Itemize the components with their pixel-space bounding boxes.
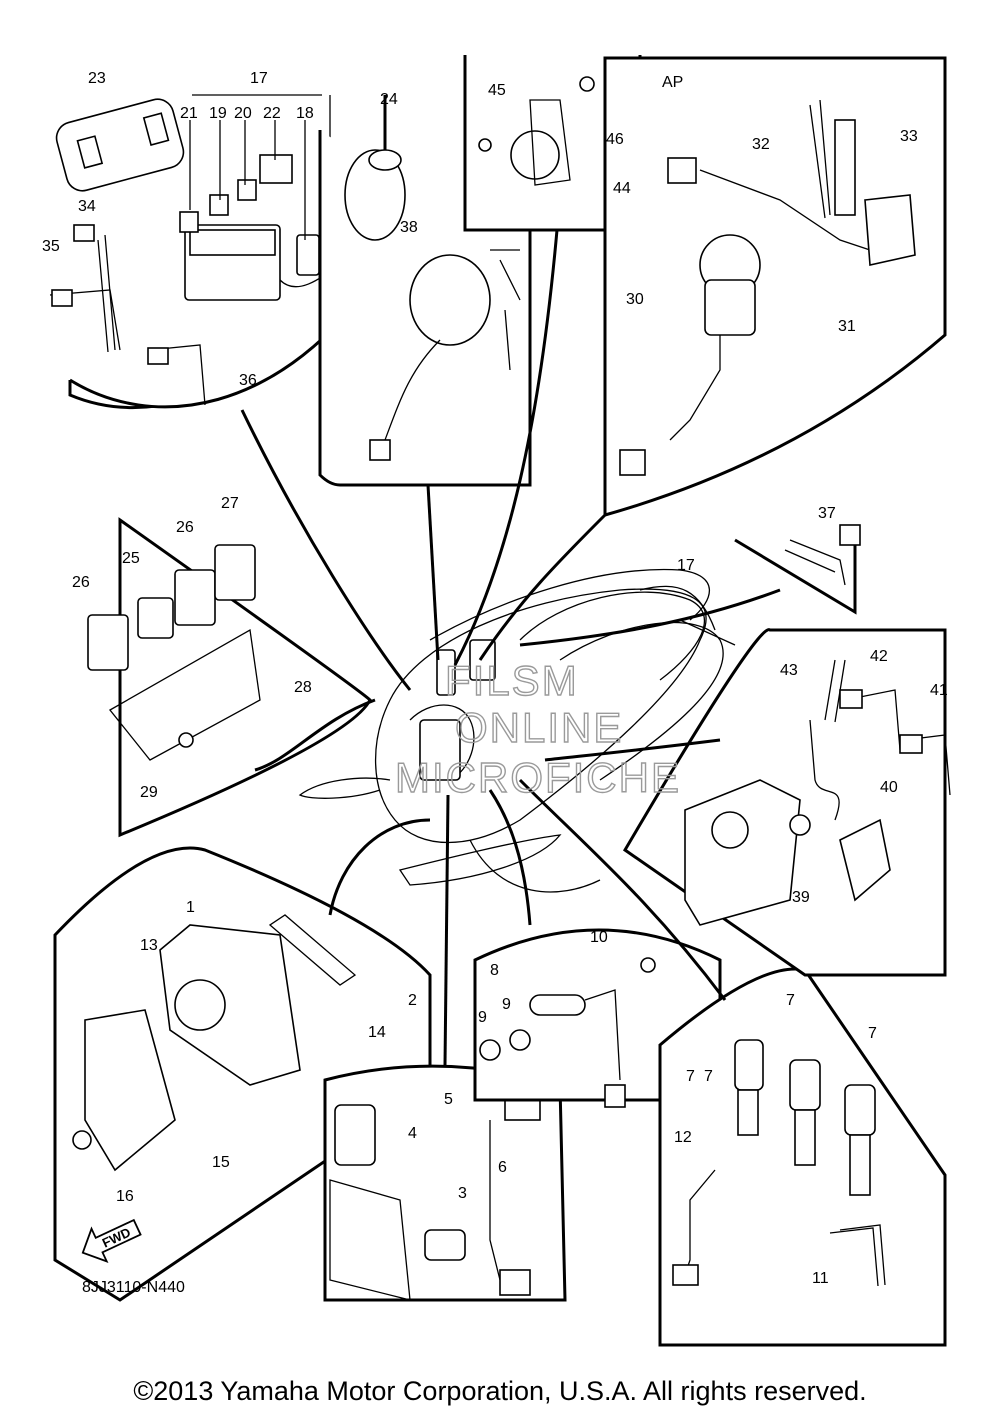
callout-26b: 26 xyxy=(176,519,194,536)
callout-23: 23 xyxy=(88,70,106,87)
fuse-box-group xyxy=(49,94,387,409)
watermark: FILSM ONLINE MICROFICHE xyxy=(394,656,681,801)
callout-29: 29 xyxy=(140,784,158,801)
callout-33: 33 xyxy=(900,128,918,145)
callout-14: 14 xyxy=(368,1024,386,1041)
callout-7a: 7 xyxy=(686,1068,695,1085)
callout-5: 5 xyxy=(444,1091,453,1108)
copyright-notice: ©2013 Yamaha Motor Corporation, U.S.A. A… xyxy=(133,1376,867,1406)
callout-7b: 7 xyxy=(786,992,795,1009)
relay-group xyxy=(87,517,372,838)
callout-44: 44 xyxy=(613,180,631,197)
pulser-coil-group xyxy=(623,628,951,977)
callout-20: 20 xyxy=(234,105,252,122)
callout-11: 11 xyxy=(812,1270,829,1287)
callout-1: 1 xyxy=(186,899,195,916)
callout-38: 38 xyxy=(400,219,418,236)
callout-43: 43 xyxy=(780,662,798,679)
callout-17a: 17 xyxy=(250,70,268,87)
callout-8: 8 xyxy=(490,962,499,979)
callout-36: 36 xyxy=(239,372,257,389)
callout-7d: 7 xyxy=(704,1068,713,1085)
watermark-line-1: FILSM xyxy=(445,657,579,704)
cable-tie-group xyxy=(734,524,861,615)
callout-3: 3 xyxy=(458,1185,467,1202)
callout-6: 6 xyxy=(498,1159,507,1176)
callout-41: 41 xyxy=(930,682,948,699)
callout-27: 27 xyxy=(221,495,239,512)
electrical-box-group xyxy=(53,846,432,1302)
callout-42: 42 xyxy=(870,648,888,665)
leader-lines xyxy=(240,229,781,1066)
callout-46: 46 xyxy=(606,131,624,148)
callout-32: 32 xyxy=(752,136,770,153)
callout-17b: 17 xyxy=(677,557,695,574)
reference-code: 8JJ3110-N440 xyxy=(82,1279,185,1296)
callout-45: 45 xyxy=(488,82,506,99)
callout-26a: 26 xyxy=(72,574,90,591)
sensor-group xyxy=(323,1064,567,1302)
callout-19: 19 xyxy=(209,105,227,122)
callout-10: 10 xyxy=(590,929,608,946)
callout-24: 24 xyxy=(380,91,398,108)
callout-2: 2 xyxy=(408,992,417,1009)
callout-31: 31 xyxy=(838,318,856,335)
callout-labels: 1 2 3 4 5 6 7 7 7 7 8 9 9 10 11 12 13 14… xyxy=(42,70,948,1287)
callout-21: 21 xyxy=(180,105,198,122)
callout-39: 39 xyxy=(792,889,810,906)
callout-15: 15 xyxy=(212,1154,230,1171)
ap-group-label: AP xyxy=(662,74,683,91)
ignition-switch-group xyxy=(318,130,532,487)
parts-diagram: FILSM ONLINE MICROFICHE 1 2 3 4 5 6 7 7 … xyxy=(42,55,951,1347)
callout-25: 25 xyxy=(122,550,140,567)
callout-16: 16 xyxy=(116,1188,134,1205)
callout-9a: 9 xyxy=(502,996,511,1013)
callout-35: 35 xyxy=(42,238,60,255)
callout-30: 30 xyxy=(626,291,644,308)
callout-9b: 9 xyxy=(478,1009,487,1026)
callout-37: 37 xyxy=(818,505,836,522)
callout-18: 18 xyxy=(296,105,314,122)
watermark-line-3: MICROFICHE xyxy=(395,754,681,801)
callout-12: 12 xyxy=(674,1129,692,1146)
ignition-coil-group xyxy=(658,967,947,1347)
watermark-line-2: ONLINE xyxy=(455,704,623,751)
callout-13: 13 xyxy=(140,937,158,954)
callout-4: 4 xyxy=(408,1125,417,1142)
callout-34: 34 xyxy=(78,198,96,215)
callout-7c: 7 xyxy=(868,1025,877,1042)
callout-28: 28 xyxy=(294,679,312,696)
ap-accessory-group xyxy=(603,56,947,517)
callout-22: 22 xyxy=(263,105,281,122)
callout-40: 40 xyxy=(880,779,898,796)
